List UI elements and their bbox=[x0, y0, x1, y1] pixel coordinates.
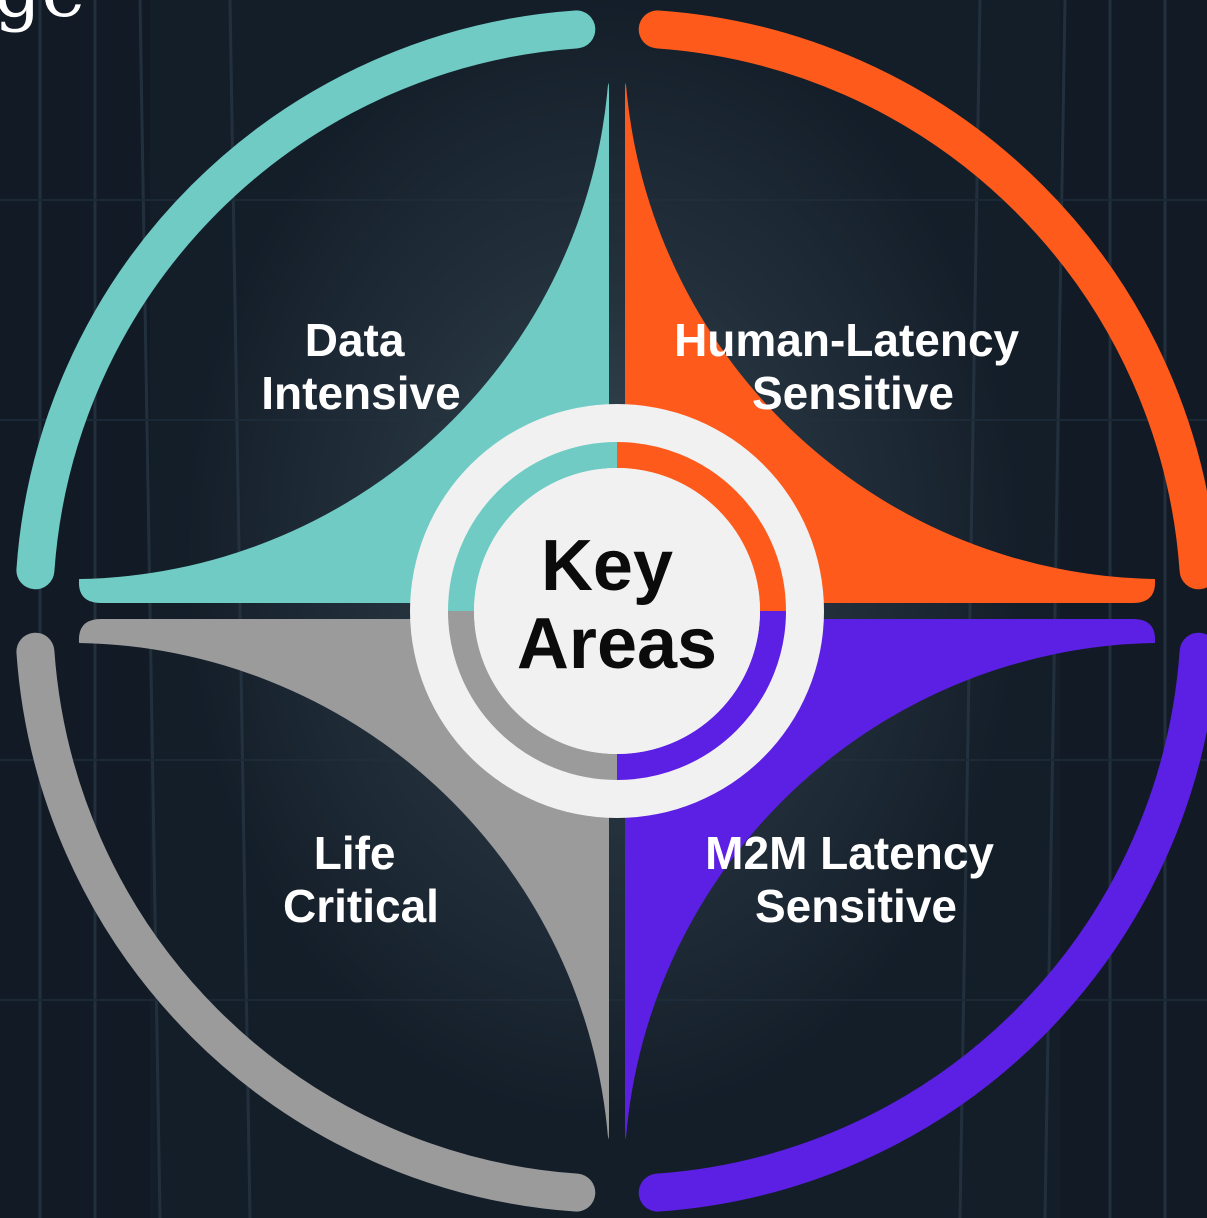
label-data-intensive: Data Intensive bbox=[261, 314, 460, 419]
arc-m2m-latency-sensitive bbox=[638, 632, 1207, 1212]
center-ring-m2m-latency bbox=[616, 610, 786, 780]
label-human-latency-sensitive: Human-Latency Sensitive bbox=[674, 314, 1032, 419]
center-ring-human-latency bbox=[616, 442, 786, 612]
center-ring-data-intensive bbox=[448, 442, 618, 612]
cropped-heading: ge bbox=[0, 0, 85, 28]
label-life-critical: Life Critical bbox=[283, 827, 439, 932]
center-ring-life-critical bbox=[448, 610, 618, 780]
center-label: Key Areas bbox=[517, 526, 717, 684]
arc-data-intensive bbox=[16, 10, 596, 590]
arc-human-latency-sensitive bbox=[638, 10, 1207, 590]
center-inner-disc bbox=[474, 468, 760, 754]
arc-life-critical bbox=[16, 632, 596, 1212]
label-m2m-latency-sensitive: M2M Latency Sensitive bbox=[705, 827, 1007, 932]
